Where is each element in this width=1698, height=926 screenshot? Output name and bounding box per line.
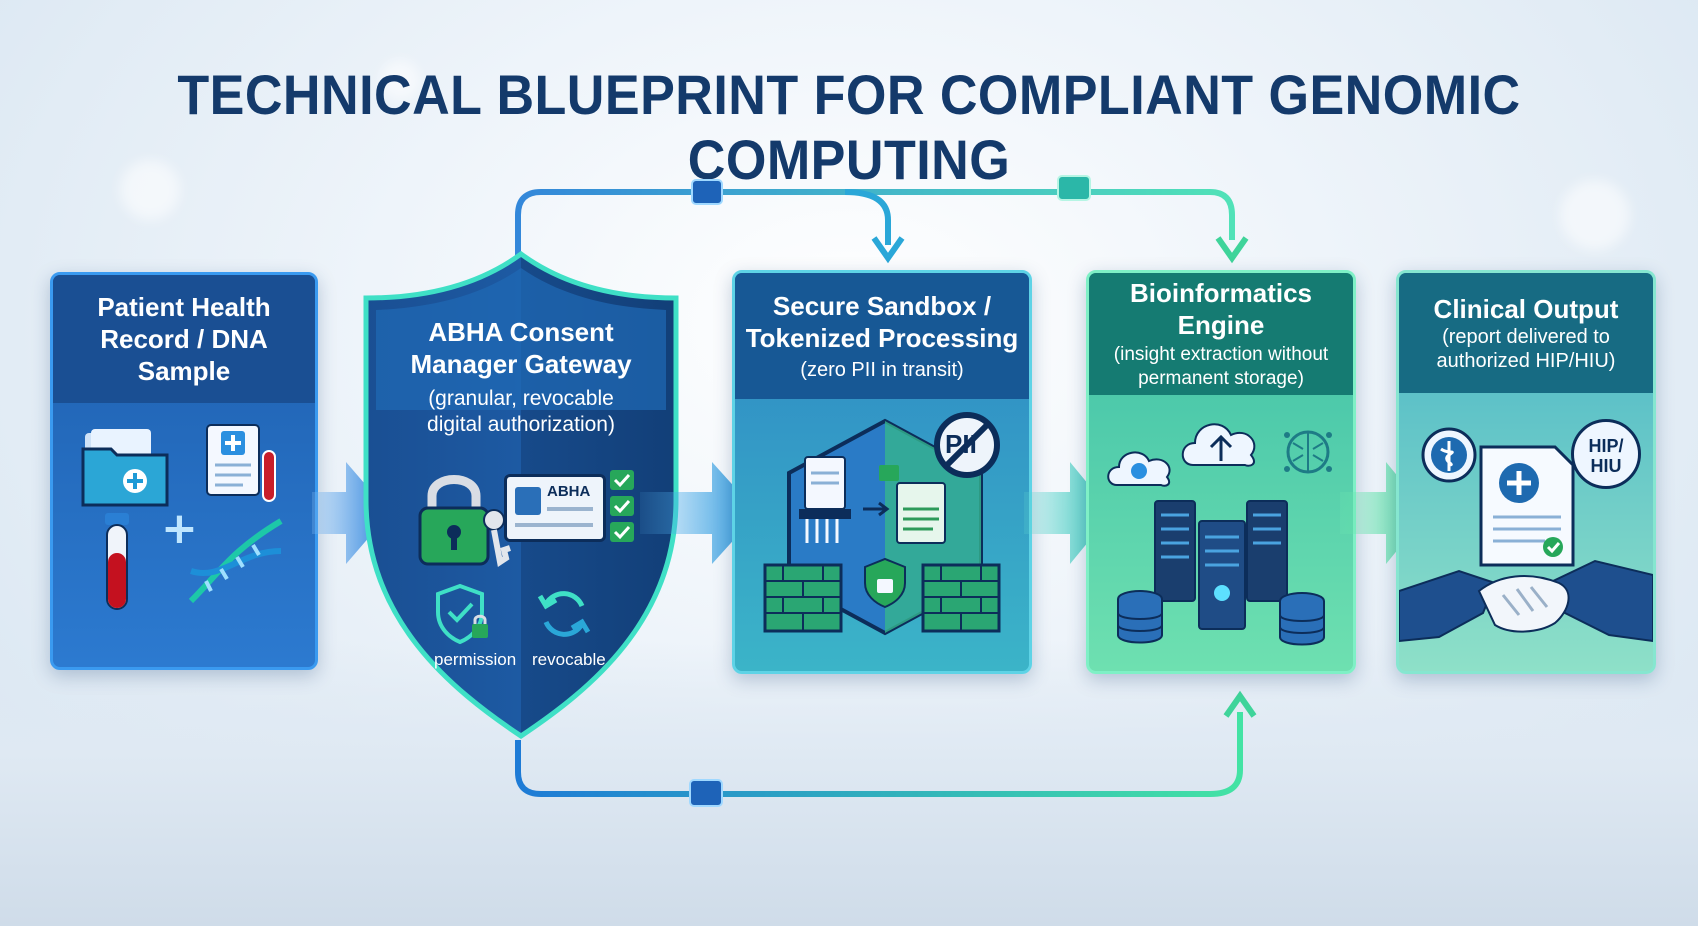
folder-icon [81, 429, 169, 507]
step-title: ABHA Consent [428, 317, 614, 347]
step-subtitle: (zero PII in transit) [800, 359, 964, 381]
server-rack-icon [1154, 500, 1288, 630]
step-bioinformatics-engine: Bioinformatics Engine (insight extractio… [1086, 270, 1356, 674]
background-floor [0, 640, 1698, 926]
plus-icon: + [161, 503, 198, 554]
database-left-icon [1117, 590, 1163, 644]
step-patient-record: Patient Health Record / DNA Sample + [50, 272, 318, 670]
avatar [515, 487, 541, 515]
revoke-refresh-icon [537, 591, 591, 637]
database-right-icon [1279, 592, 1325, 646]
step-title: Tokenized Processing [745, 323, 1019, 353]
step-title: Manager Gateway [410, 349, 632, 379]
dna-icon [188, 518, 283, 604]
medical-record-icon [206, 424, 276, 502]
permission-label: permission [434, 650, 517, 669]
firewall-right-icon [921, 563, 1001, 633]
step-title: Sample [137, 356, 231, 386]
report-document-icon [1479, 445, 1575, 567]
step-clinical-output: Clinical Output (report delivered to aut… [1396, 270, 1656, 674]
bokeh-light [380, 60, 420, 100]
step-header: ABHA Consent Manager Gateway (granular, … [362, 316, 680, 438]
step-header: Clinical Output (report delivered to aut… [1399, 273, 1653, 393]
abha-card: ABHA [504, 474, 606, 542]
step-subtitle: digital authorization) [427, 413, 615, 436]
arrow-2-to-3 [640, 462, 758, 564]
abha-card-label: ABHA [547, 483, 591, 500]
permission-shield-icon [436, 583, 488, 645]
hiu-label: HIU [1590, 456, 1622, 476]
step-title: Bioinformatics [1129, 278, 1313, 308]
step-header: Bioinformatics Engine (insight extractio… [1089, 273, 1353, 395]
no-pii-icon [934, 412, 1000, 478]
step-subtitle: (report delivered to [1442, 326, 1610, 348]
step-consent-gateway: ABHA Consent Manager Gateway (granular, … [362, 250, 680, 740]
step-subtitle: permanent storage) [1138, 368, 1304, 389]
step-title: Record / DNA [100, 324, 268, 354]
revocable-label: revocable [532, 650, 606, 669]
caduceus-icon [1421, 427, 1477, 483]
step-subtitle: (insight extraction without [1113, 344, 1329, 365]
bokeh-light [1560, 180, 1630, 250]
brain-circuit-icon [1284, 430, 1332, 474]
pii-badge: PII [945, 429, 977, 459]
step-secure-sandbox: Secure Sandbox / Tokenized Processing (z… [732, 270, 1032, 674]
arrow-1-to-2 [312, 462, 390, 564]
blood-tube-icon [105, 513, 129, 610]
step-title: Engine [1177, 310, 1265, 340]
step-subtitle: (granular, revocable [428, 387, 614, 410]
step-header: Secure Sandbox / Tokenized Processing (z… [735, 273, 1029, 399]
padlock-icon [418, 475, 511, 568]
step-title: Secure Sandbox / [772, 291, 992, 321]
hip-label: HIP/ [1588, 436, 1624, 456]
bokeh-light [120, 160, 180, 220]
cloud-upload-icon [1181, 423, 1256, 467]
page-title: TECHNICAL BLUEPRINT FOR COMPLIANT GENOMI… [177, 63, 1521, 191]
checklist-icon [610, 470, 634, 542]
hip-hiu-badge: HIP/ HIU [1571, 419, 1641, 489]
step-subtitle: authorized HIP/HIU) [1436, 350, 1616, 372]
firewall-left-icon [763, 563, 843, 633]
step-title: Clinical Output [1433, 294, 1619, 324]
step-header: Patient Health Record / DNA Sample [53, 275, 315, 403]
handshake-icon [1399, 559, 1653, 643]
step-title: Patient Health [97, 292, 271, 322]
cloud-gear-icon [1107, 451, 1171, 487]
